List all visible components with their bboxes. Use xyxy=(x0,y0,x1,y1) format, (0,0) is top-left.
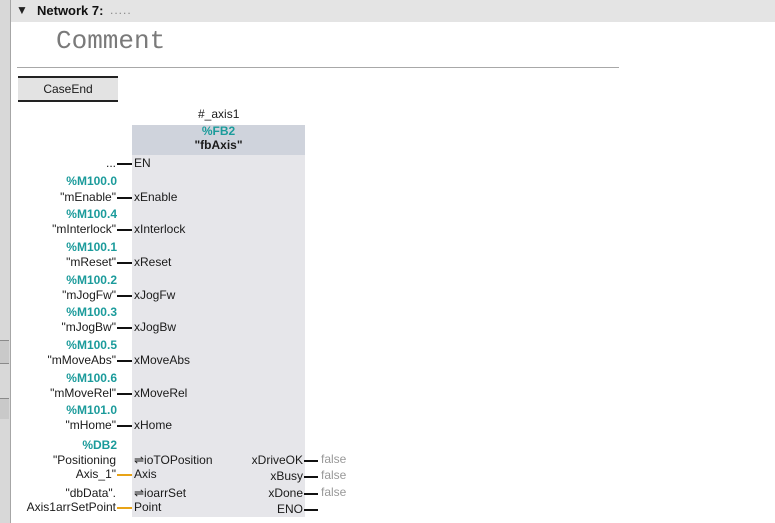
pin-iotoposition: ⇌ioTOPosition xyxy=(134,453,213,467)
operand-positioning-line1[interactable]: "Positioning xyxy=(53,453,116,467)
wire-eno xyxy=(304,509,318,511)
comment-divider xyxy=(17,67,619,68)
pin-xdriveok: xDriveOK xyxy=(251,453,303,467)
wire-jogbw xyxy=(117,327,132,329)
pin-xreset: xReset xyxy=(134,255,172,269)
address-enable: %M100.0 xyxy=(66,174,117,188)
operand-jogbw[interactable]: "mJogBw" xyxy=(61,320,116,334)
en-operand[interactable]: ... xyxy=(105,156,116,170)
pin-xmoverel: xMoveRel xyxy=(134,386,188,400)
wire-xdriveok xyxy=(304,460,318,462)
caseend-label-box[interactable]: CaseEnd xyxy=(18,76,118,102)
network-title-placeholder[interactable]: ..... xyxy=(110,3,132,17)
function-block-header xyxy=(132,125,305,155)
wire-jogfw xyxy=(117,295,132,297)
address-home: %M101.0 xyxy=(66,403,117,417)
value-xbusy: false xyxy=(321,468,347,482)
address-db2: %DB2 xyxy=(82,438,117,452)
wire-axis xyxy=(117,474,132,476)
operand-moveabs[interactable]: "mMoveAbs" xyxy=(47,353,116,367)
pin-en: EN xyxy=(134,156,151,170)
pin-point: Point xyxy=(134,500,162,514)
address-reset: %M100.1 xyxy=(66,240,117,254)
splitter-handle-lower[interactable] xyxy=(0,398,9,419)
pin-xhome: xHome xyxy=(134,418,173,432)
address-moverel: %M100.6 xyxy=(66,371,117,385)
pin-ioarrset: ⇌ioarrSet xyxy=(134,486,187,500)
pin-axis: Axis xyxy=(134,467,157,481)
pin-xinterlock: xInterlock xyxy=(134,222,186,236)
operand-interlock[interactable]: "mInterlock" xyxy=(52,222,116,236)
operand-reset[interactable]: "mReset" xyxy=(66,255,116,269)
pin-xjogfw: xJogFw xyxy=(134,288,176,302)
operand-positioning-line2[interactable]: Axis_1" xyxy=(75,467,116,481)
operand-dbdata-line1[interactable]: "dbData". xyxy=(65,486,116,500)
wire-home xyxy=(117,425,132,427)
address-interlock: %M100.4 xyxy=(66,207,117,221)
block-number: %FB2 xyxy=(201,124,236,138)
instance-db-name[interactable]: #_axis1 xyxy=(198,107,240,121)
operand-home[interactable]: "mHome" xyxy=(65,418,116,432)
left-panel-edge xyxy=(0,0,11,523)
pin-xbusy: xBusy xyxy=(270,469,303,483)
address-jogbw: %M100.3 xyxy=(66,305,117,319)
wire-setpoint xyxy=(117,507,132,509)
network-header[interactable] xyxy=(11,0,775,22)
wire-moveabs xyxy=(117,360,132,362)
wire-xbusy xyxy=(304,476,318,478)
pin-xjogbw: xJogBw xyxy=(134,320,177,334)
wire-interlock xyxy=(117,229,132,231)
network-comment[interactable]: Comment xyxy=(56,26,166,56)
wire-en xyxy=(117,163,132,165)
operand-jogfw[interactable]: "mJogFw" xyxy=(62,288,116,302)
wire-enable xyxy=(117,197,132,199)
pin-xdone: xDone xyxy=(268,486,303,500)
pin-xenable: xEnable xyxy=(134,190,178,204)
operand-enable[interactable]: "mEnable" xyxy=(60,190,116,204)
function-block[interactable] xyxy=(132,125,305,517)
address-jogfw: %M100.2 xyxy=(66,273,117,287)
block-name: "fbAxis" xyxy=(194,138,243,152)
value-xdriveok: false xyxy=(321,452,347,466)
splitter-handle[interactable] xyxy=(0,340,9,364)
operand-moverel[interactable]: "mMoveRel" xyxy=(50,386,116,400)
network-title: Network 7: xyxy=(37,3,104,18)
wire-reset xyxy=(117,262,132,264)
wire-xdone xyxy=(304,493,318,495)
value-xdone: false xyxy=(321,485,347,499)
pin-eno: ENO xyxy=(276,502,303,516)
collapse-arrow-icon[interactable]: ▼ xyxy=(16,3,28,17)
pin-xmoveabs: xMoveAbs xyxy=(134,353,191,367)
operand-dbdata-line2[interactable]: Axis1arrSetPoint xyxy=(26,500,116,514)
wire-moverel xyxy=(117,393,132,395)
address-moveabs: %M100.5 xyxy=(66,338,117,352)
